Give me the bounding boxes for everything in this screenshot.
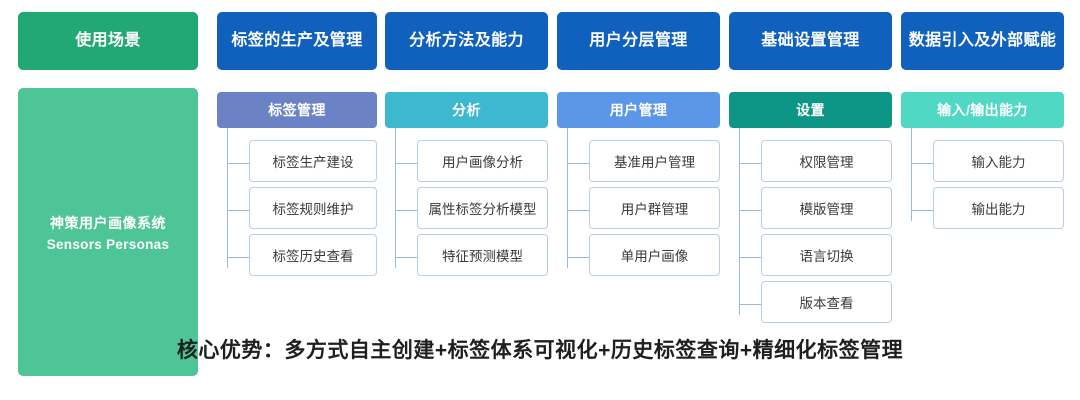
tree-connector-line [739, 210, 761, 211]
leaf-node[interactable]: 版本查看 [761, 281, 892, 323]
column-io-capability: 输入/输出能力输入能力输出能力 [901, 92, 1064, 234]
tree-leaf-row: 用户画像分析 [385, 140, 548, 187]
tree-leaf-row: 输出能力 [901, 187, 1064, 234]
column-analysis: 分析用户画像分析属性标签分析模型特征预测模型 [385, 92, 548, 281]
tree-connector-line [739, 163, 761, 164]
tree-leaf-row: 特征预测模型 [385, 234, 548, 281]
tree-connector-line [227, 257, 249, 258]
column-header-tag-management[interactable]: 标签管理 [217, 92, 377, 128]
tree-connector-line [395, 163, 417, 164]
tree-spine-line [911, 128, 912, 221]
tree-io-capability: 输入能力输出能力 [901, 128, 1064, 234]
tree-leaf-row: 输入能力 [901, 140, 1064, 187]
leaf-node[interactable]: 属性标签分析模型 [417, 187, 548, 229]
tree-connector-line [567, 163, 589, 164]
tree-user-management: 基准用户管理用户群管理单用户画像 [557, 128, 720, 281]
leaf-node[interactable]: 单用户画像 [589, 234, 720, 276]
leaf-node[interactable]: 输入能力 [933, 140, 1064, 182]
tree-connector-line [567, 210, 589, 211]
leaf-node[interactable]: 标签历史查看 [249, 234, 377, 276]
tree-leaf-row: 语言切换 [729, 234, 892, 281]
tree-leaf-row: 标签规则维护 [217, 187, 377, 234]
tree-leaf-row: 版本查看 [729, 281, 892, 328]
leaf-node[interactable]: 基准用户管理 [589, 140, 720, 182]
column-header-analysis[interactable]: 分析 [385, 92, 548, 128]
tree-leaf-row: 标签生产建设 [217, 140, 377, 187]
tree-connector-line [227, 163, 249, 164]
column-user-management: 用户管理基准用户管理用户群管理单用户画像 [557, 92, 720, 281]
top-header-5[interactable]: 数据引入及外部赋能 [901, 12, 1064, 70]
tree-connector-line [567, 257, 589, 258]
scenario-title-en: Sensors Personas [46, 236, 170, 252]
column-settings: 设置权限管理模版管理语言切换版本查看 [729, 92, 892, 328]
tree-connector-line [227, 210, 249, 211]
leaf-node[interactable]: 标签规则维护 [249, 187, 377, 229]
column-header-settings[interactable]: 设置 [729, 92, 892, 128]
column-header-user-management[interactable]: 用户管理 [557, 92, 720, 128]
tree-connector-line [739, 304, 761, 305]
tree-spine-line [227, 128, 228, 268]
tree-leaf-row: 标签历史查看 [217, 234, 377, 281]
tree-connector-line [395, 257, 417, 258]
core-advantage-caption: 核心优势：多方式自主创建+标签体系可视化+历史标签查询+精细化标签管理 [176, 339, 904, 362]
tree-tag-management: 标签生产建设标签规则维护标签历史查看 [217, 128, 377, 281]
tree-spine-line [739, 128, 740, 315]
leaf-node[interactable]: 语言切换 [761, 234, 892, 276]
scenario-panel: 神策用户画像系统 Sensors Personas [18, 88, 198, 376]
top-header-1[interactable]: 标签的生产及管理 [217, 12, 377, 70]
tree-leaf-row: 权限管理 [729, 140, 892, 187]
top-header-4[interactable]: 基础设置管理 [729, 12, 892, 70]
top-header-0[interactable]: 使用场景 [18, 12, 198, 70]
tree-connector-line [911, 163, 933, 164]
tree-leaf-row: 用户群管理 [557, 187, 720, 234]
column-header-io-capability[interactable]: 输入/输出能力 [901, 92, 1064, 128]
tree-leaf-row: 单用户画像 [557, 234, 720, 281]
tree-connector-line [739, 257, 761, 258]
tree-connector-line [395, 210, 417, 211]
tree-settings: 权限管理模版管理语言切换版本查看 [729, 128, 892, 328]
tree-analysis: 用户画像分析属性标签分析模型特征预测模型 [385, 128, 548, 281]
leaf-node[interactable]: 标签生产建设 [249, 140, 377, 182]
tree-spine-line [567, 128, 568, 268]
tree-leaf-row: 模版管理 [729, 187, 892, 234]
leaf-node[interactable]: 用户画像分析 [417, 140, 548, 182]
leaf-node[interactable]: 模版管理 [761, 187, 892, 229]
tree-spine-line [395, 128, 396, 268]
leaf-node[interactable]: 特征预测模型 [417, 234, 548, 276]
leaf-node[interactable]: 用户群管理 [589, 187, 720, 229]
tree-leaf-row: 属性标签分析模型 [385, 187, 548, 234]
tree-leaf-row: 基准用户管理 [557, 140, 720, 187]
top-header-3[interactable]: 用户分层管理 [557, 12, 720, 70]
scenario-title-cn: 神策用户画像系统 [50, 214, 166, 231]
top-header-2[interactable]: 分析方法及能力 [385, 12, 548, 70]
leaf-node[interactable]: 权限管理 [761, 140, 892, 182]
leaf-node[interactable]: 输出能力 [933, 187, 1064, 229]
column-tag-management: 标签管理标签生产建设标签规则维护标签历史查看 [217, 92, 377, 281]
tree-connector-line [911, 210, 933, 211]
